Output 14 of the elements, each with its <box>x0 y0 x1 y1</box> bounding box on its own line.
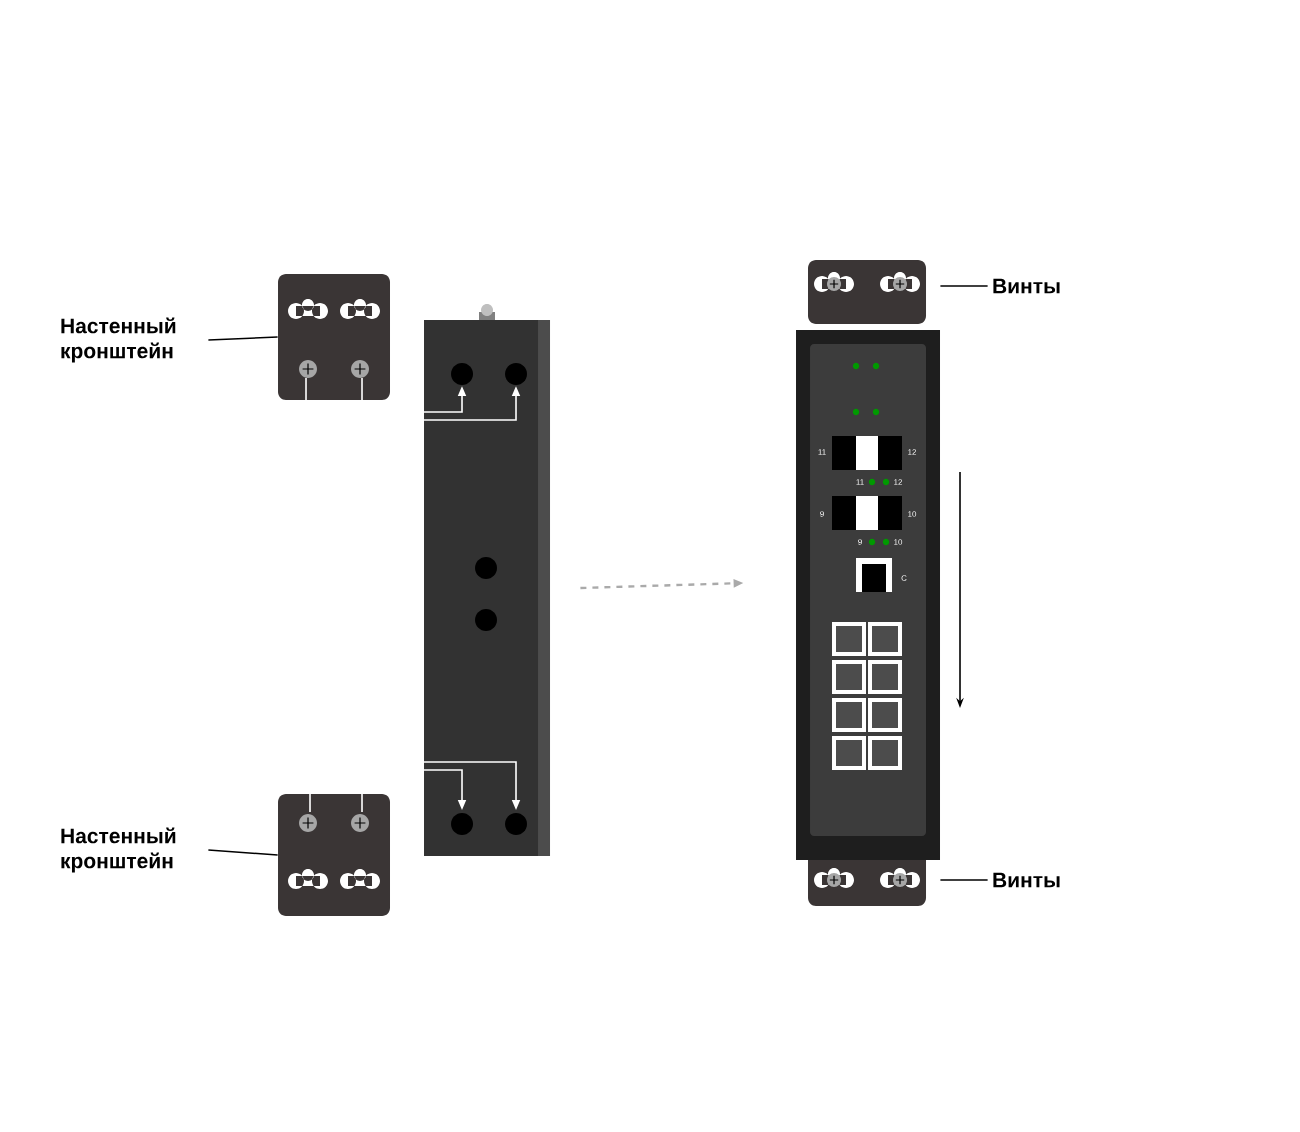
leader-line <box>207 336 279 341</box>
callout-text: Настенный кронштейн <box>61 317 176 363</box>
leader-line <box>207 849 279 856</box>
callout-text: Винты <box>993 278 1060 294</box>
arrow <box>361 761 521 813</box>
leader-line <box>939 879 989 881</box>
wall-bracket-drawing <box>278 794 390 916</box>
wall-bracket-drawing <box>278 274 390 400</box>
callout-text: Настенный кронштейн <box>61 827 176 873</box>
leader-line <box>939 285 989 287</box>
callout-text: Винты <box>993 872 1060 888</box>
switch-rear-drawing <box>424 304 550 856</box>
arrow <box>309 769 467 813</box>
switch-front-drawing <box>796 260 940 906</box>
